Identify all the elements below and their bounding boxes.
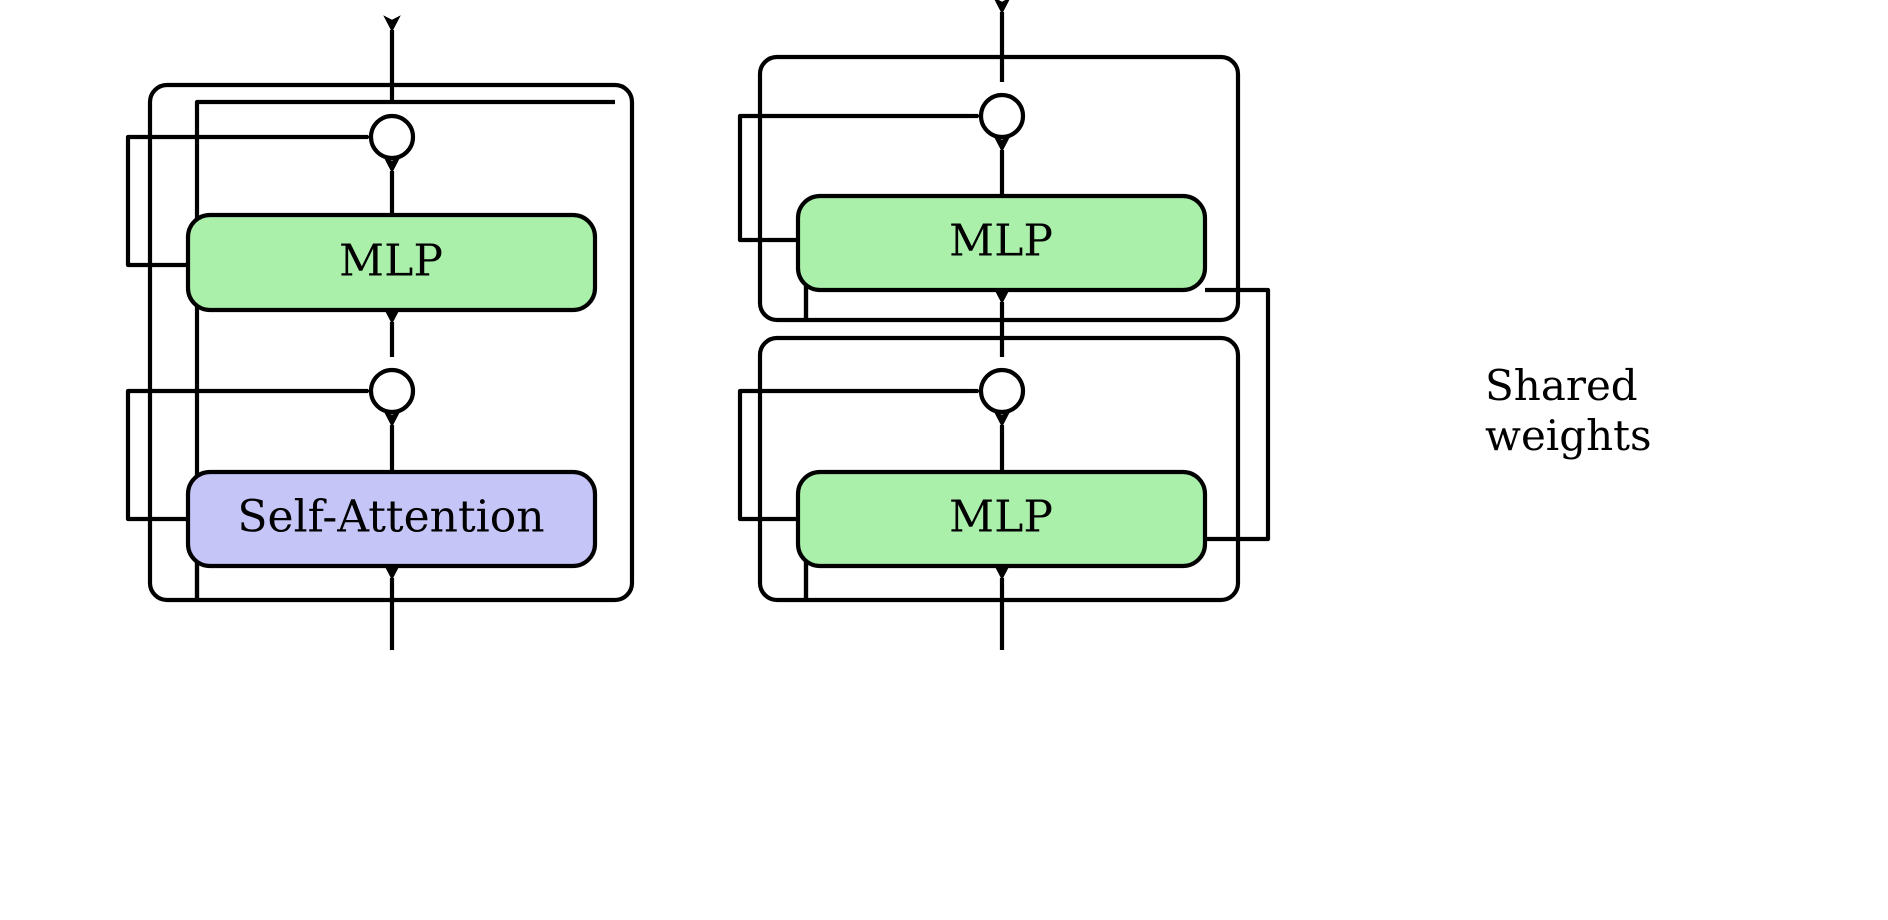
right-add-node-upper[interactable] xyxy=(978,92,1026,140)
lower-mlp-outer-border xyxy=(757,335,1241,603)
right-lower-mlp-block-label: MLP xyxy=(949,492,1053,543)
left-add-node-top[interactable] xyxy=(368,113,416,161)
right-panel-shared-mlp-stack: MLP MLP Shared weights xyxy=(737,0,1652,650)
left-self-attention-block-label: Self-Attention xyxy=(237,492,544,543)
left-panel-transformer-block: MLP Self-Attention xyxy=(125,15,635,650)
left-mlp-block[interactable] xyxy=(185,212,598,313)
right-upper-mlp-block-label: MLP xyxy=(949,216,1053,267)
shared-weights-label-line1: Shared xyxy=(1485,361,1638,410)
shared-weights-label-line2: weights xyxy=(1485,411,1652,460)
left-self-attention-block[interactable] xyxy=(185,469,598,569)
left-mlp-block-label: MLP xyxy=(339,236,443,287)
right-add-node-lower[interactable] xyxy=(978,367,1026,415)
left-add-node-bottom[interactable] xyxy=(368,367,416,415)
residual-path-mlp xyxy=(125,134,358,268)
right-upper-mlp-block[interactable] xyxy=(795,193,1208,293)
right-lower-mlp-block[interactable] xyxy=(795,469,1208,569)
block-output-trunk-left xyxy=(194,99,615,600)
shared-weights-bracket xyxy=(1205,287,1271,542)
upper-mlp-outer-border xyxy=(757,54,1241,323)
